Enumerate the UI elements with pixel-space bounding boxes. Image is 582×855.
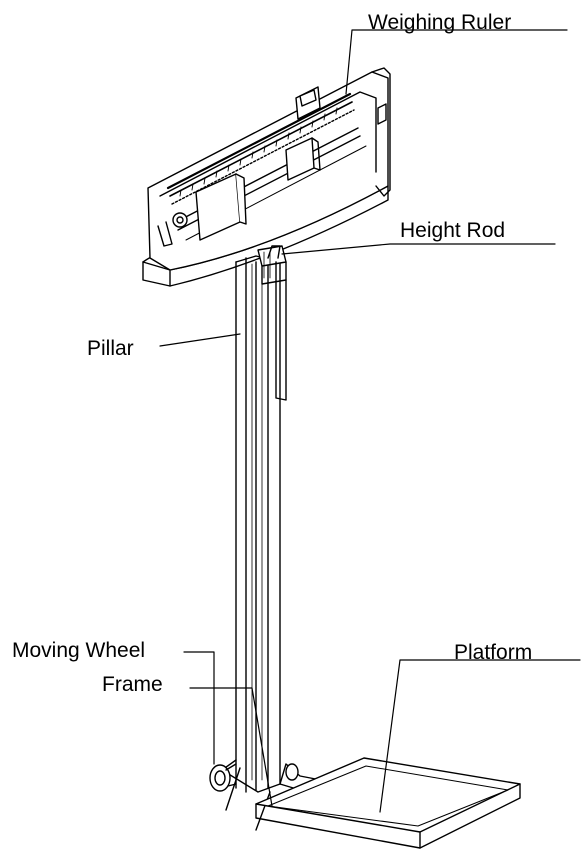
label-frame: Frame [102,673,163,696]
leader-height-rod [281,243,556,255]
leader-platform [379,659,581,813]
leader-moving-wheel [183,651,215,765]
pillar-column [235,255,281,793]
leader-frame [189,687,273,807]
leader-weighing-ruler [345,29,568,95]
height-rod-drawing [257,245,287,401]
label-platform: Platform [454,641,533,664]
leader-lines [159,29,581,813]
leader-pillar [159,333,241,347]
label-moving-wheel: Moving Wheel [12,639,146,662]
label-pillar: Pillar [87,337,134,360]
weighing-beam-head [142,67,391,287]
label-height-rod: Height Rod [400,219,506,242]
platform-drawing [255,757,521,849]
label-weighing-ruler: Weighing Ruler [368,11,512,34]
